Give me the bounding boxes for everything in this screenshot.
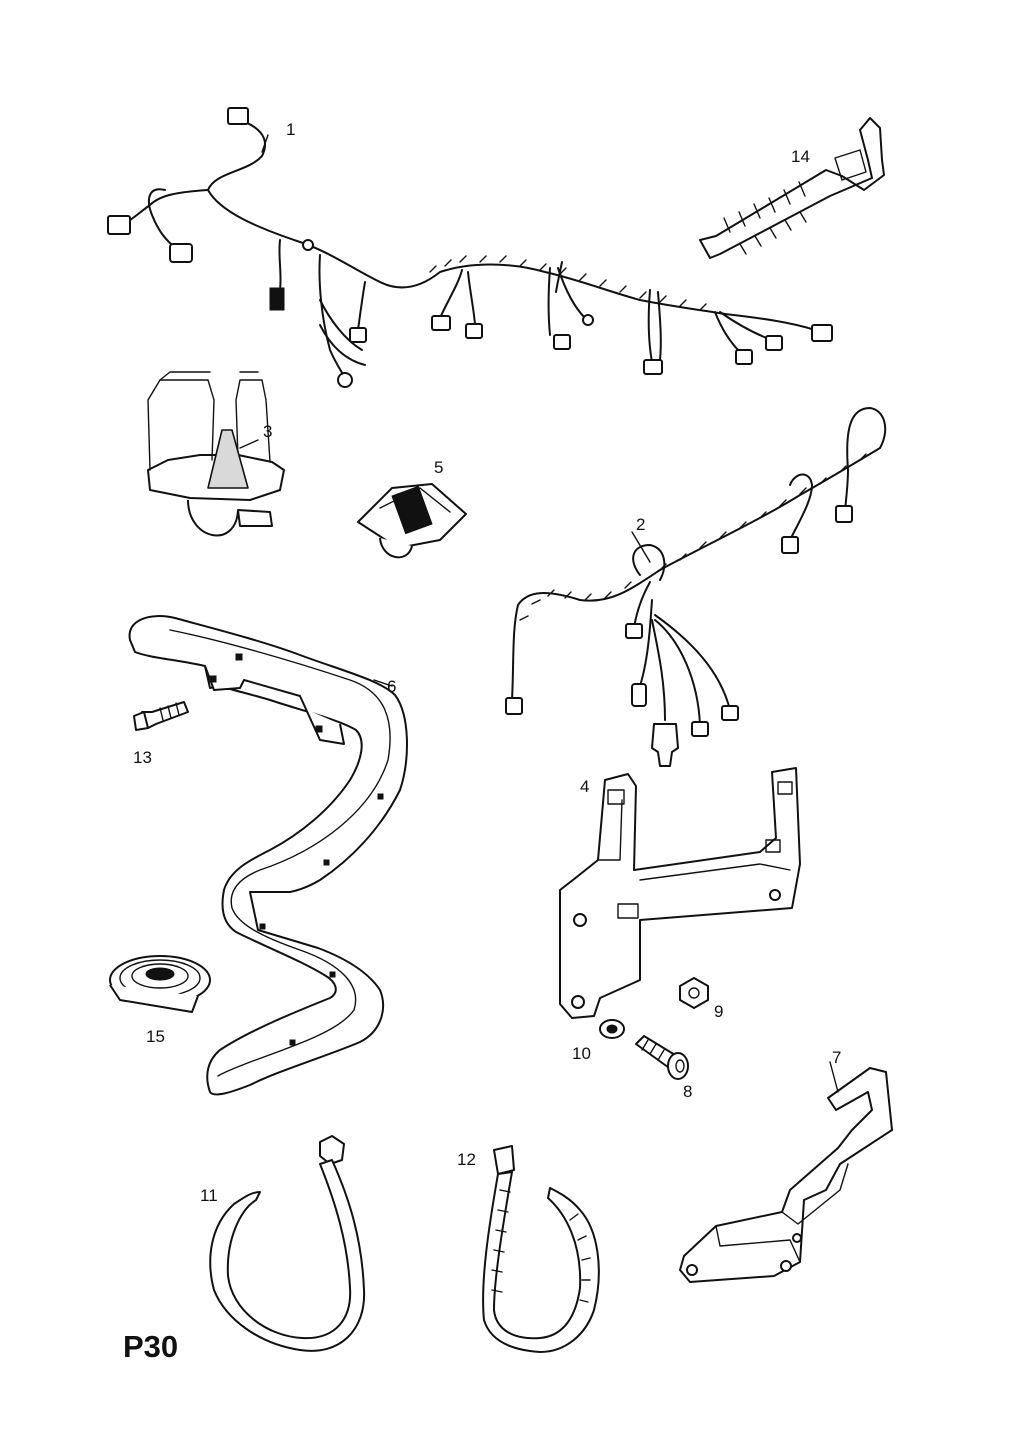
- part-10-washer: [599, 1019, 625, 1039]
- callout-8: 8: [683, 1082, 693, 1101]
- part-5-clip: [357, 483, 467, 559]
- callout-10: 10: [572, 1044, 591, 1063]
- part-3-cone-bracket: [147, 371, 285, 537]
- part-15-tape-roll: [109, 955, 211, 1013]
- part-9-nut: [679, 977, 709, 1009]
- callout-6: 6: [387, 677, 397, 696]
- callout-3: 3: [263, 422, 273, 441]
- part-4-mounting-bracket: [559, 767, 801, 1019]
- page-code: P30: [123, 1329, 179, 1364]
- callout-2: 2: [636, 515, 646, 534]
- callout-14: 14: [791, 147, 810, 166]
- callout-leaders: [239, 134, 839, 1093]
- part-6-seal-strip: [128, 615, 408, 1096]
- part-13-fastener: [133, 701, 189, 731]
- callout-5: 5: [434, 458, 444, 477]
- callout-15: 15: [146, 1027, 165, 1046]
- callout-7: 7: [832, 1048, 842, 1067]
- part-14-fir-tree-clip: [699, 117, 885, 259]
- part-11-cable-tie: [209, 1135, 366, 1352]
- part-8-bolt: [635, 1035, 689, 1080]
- part-2-wiring-harness: [505, 407, 887, 767]
- callout-9: 9: [714, 1002, 724, 1021]
- callout-1: 1: [286, 120, 296, 139]
- part-12-cable-tie: [482, 1145, 600, 1353]
- callout-4: 4: [580, 777, 590, 796]
- callout-11: 11: [200, 1186, 218, 1205]
- callout-12: 12: [457, 1150, 476, 1169]
- callout-13: 13: [133, 748, 152, 767]
- part-1-wiring-harness: [107, 107, 833, 388]
- part-7-bracket: [679, 1067, 893, 1283]
